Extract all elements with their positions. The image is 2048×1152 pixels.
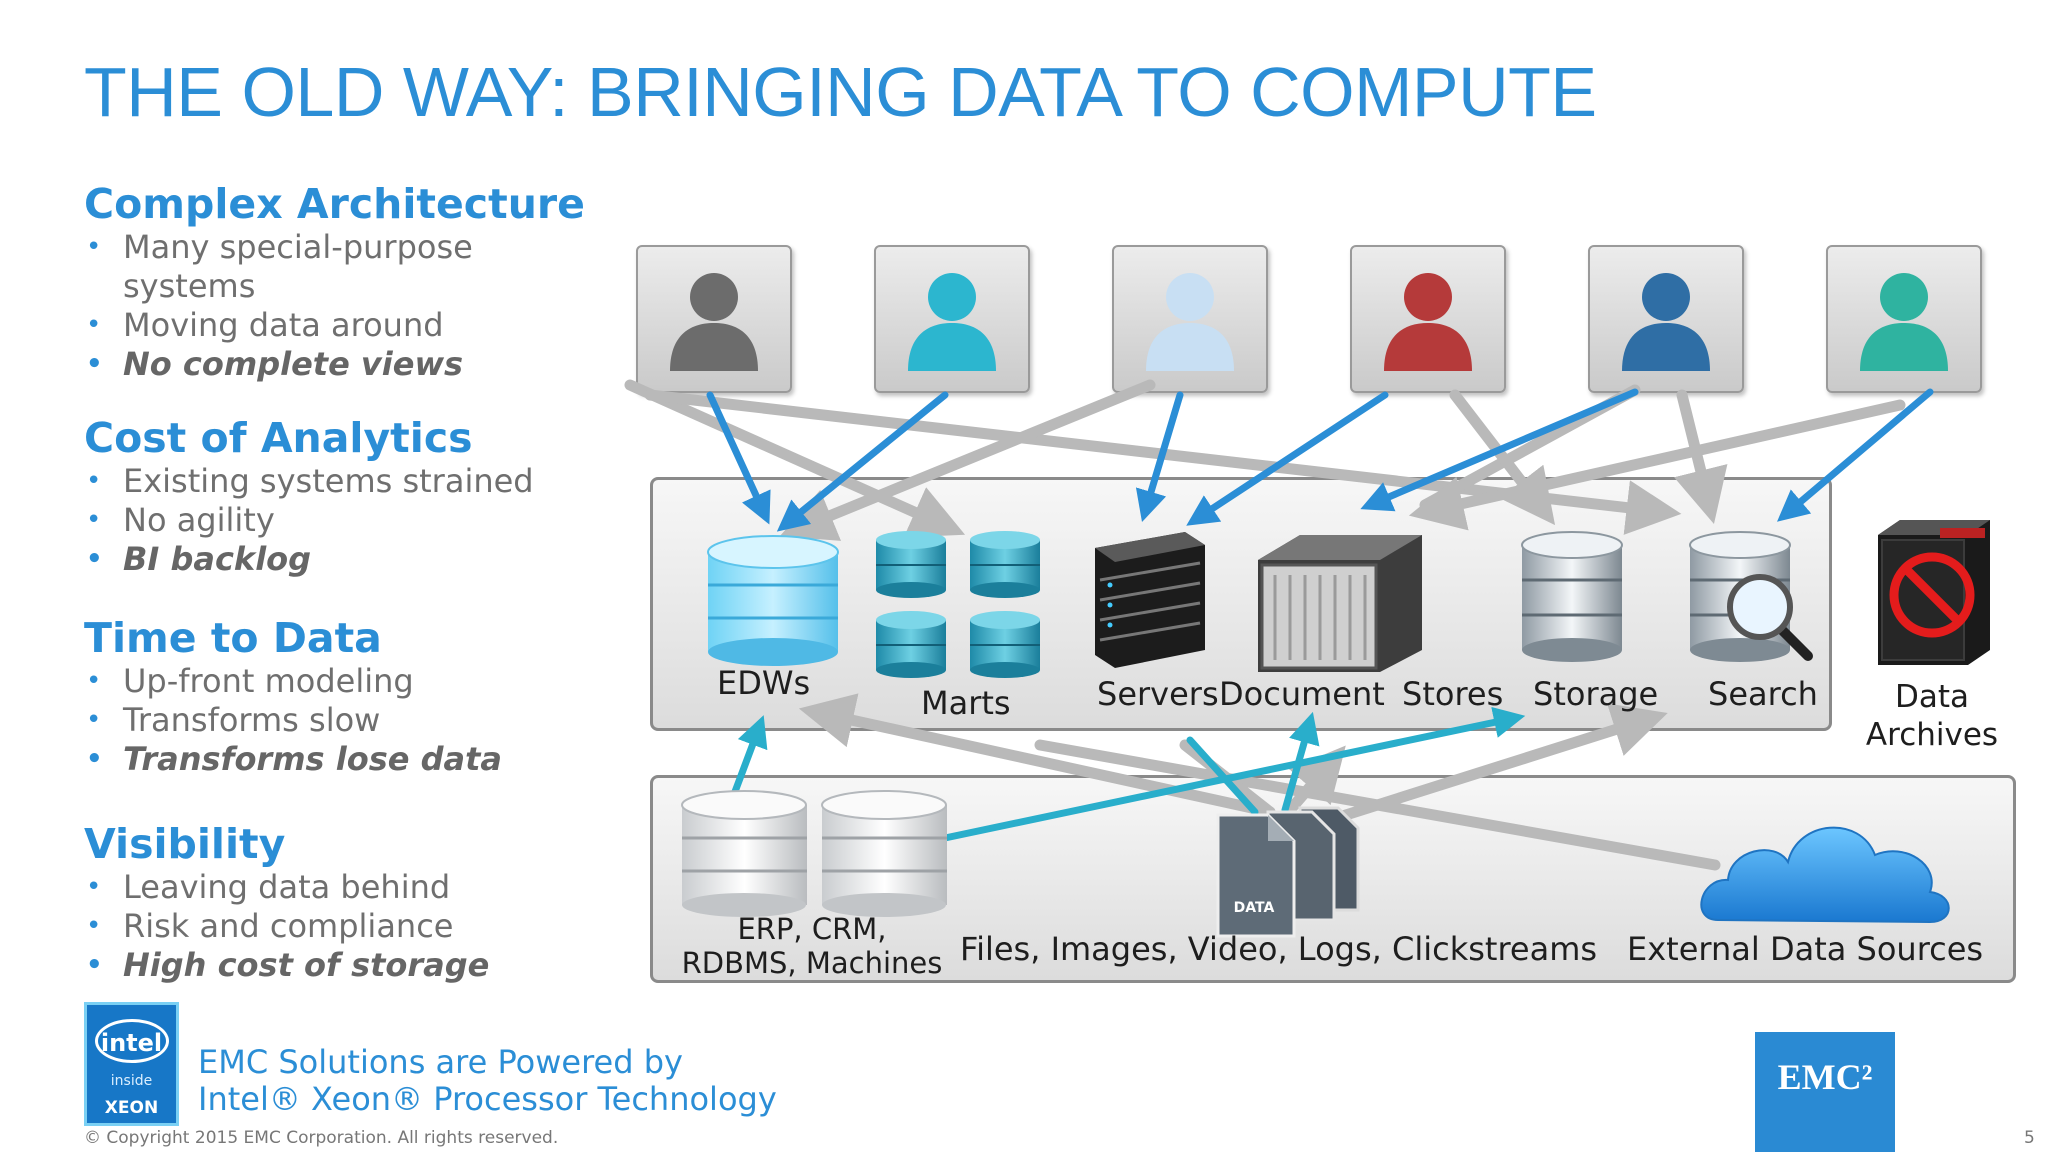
blue-arrow (1135, 391, 1184, 523)
page-number: 5 (2024, 1128, 2035, 1148)
gray-arrow (1449, 389, 1556, 526)
gray-arrow (1284, 745, 1346, 816)
section-visibility: Visibility •Leaving data behind •Risk an… (84, 820, 604, 985)
section-complex-architecture: Complex Architecture •Many special-purpo… (84, 180, 604, 384)
files-label: Files, Images, Video, Logs, Clickstreams (960, 930, 1598, 968)
user-body (1146, 323, 1234, 371)
teal-arrow (941, 706, 1526, 842)
gray-arrows (624, 379, 1906, 871)
edws-label: EDWs (717, 664, 811, 702)
storage-label: Storage (1533, 675, 1659, 713)
user-body (1384, 323, 1472, 371)
user-icon (1404, 273, 1452, 321)
section-heading: Complex Architecture (84, 180, 585, 228)
data-archives-icon (1878, 520, 1990, 665)
powered-by-text: EMC Solutions are Powered by Intel® Xeon… (198, 1043, 777, 1118)
prohibited-icon (1889, 552, 1975, 638)
blue-arrow (1360, 388, 1639, 512)
blue-arrow (1186, 391, 1389, 526)
document-store-icon (1258, 535, 1422, 672)
bullet-item: •Moving data around (86, 306, 444, 344)
intel-xeon-logo: intel inside XEON (84, 1002, 179, 1126)
marts-label: Marts (921, 684, 1011, 722)
user-body (670, 323, 758, 371)
cloud-icon (1700, 826, 1950, 924)
user-card (1112, 245, 1268, 393)
data-files-icon: DATA (1216, 806, 1360, 938)
gray-arrow (1408, 399, 1906, 531)
document-label: Document (1219, 675, 1385, 713)
user-body (1860, 323, 1948, 371)
section-heading: Cost of Analytics (84, 414, 473, 462)
edw-database-icon (707, 535, 839, 666)
external-data-sources-label: External Data Sources (1627, 930, 1984, 968)
erp-database-icons (681, 790, 947, 917)
search-database-icon (1689, 531, 1813, 662)
server-icon (1095, 532, 1205, 668)
copyright-text: © Copyright 2015 EMC Corporation. All ri… (84, 1128, 559, 1148)
bullet-item: •No agility (86, 501, 275, 539)
gray-arrow (1674, 389, 1728, 525)
user-body (1622, 323, 1710, 371)
data-archives-label: Data Archives (1865, 679, 1999, 753)
bullet-item-emphasis: •High cost of storage (86, 946, 490, 984)
user-card (1826, 245, 1982, 393)
user-card (1350, 245, 1506, 393)
gray-arrow (779, 379, 1156, 541)
section-heading: Visibility (84, 820, 286, 868)
bullet-item-emphasis: •BI backlog (86, 540, 312, 578)
bullet-item-emphasis: •Transforms lose data (86, 740, 502, 778)
gray-arrow (798, 693, 1276, 818)
teal-arrow (1281, 711, 1320, 814)
user-icon (1166, 273, 1214, 321)
gray-arrow (624, 379, 966, 538)
page-title: THE OLD WAY: BRINGING DATA TO COMPUTE (84, 53, 1597, 131)
user-icon (1642, 273, 1690, 321)
user-card (874, 245, 1030, 393)
blue-arrow (776, 391, 949, 532)
user-card (636, 245, 792, 393)
section-time-to-data: Time to Data •Up-front modeling •Transfo… (84, 614, 604, 779)
bullet-item: •Risk and compliance (86, 907, 454, 945)
bullet-item: •Many special-purpose systems (86, 228, 473, 305)
data-file-label: DATA (1234, 900, 1275, 916)
servers-label: Servers (1097, 675, 1219, 713)
blue-arrow (706, 391, 771, 525)
search-label: Search (1708, 675, 1818, 713)
storage-database-icon (1521, 531, 1623, 662)
user-card (1588, 245, 1744, 393)
bullet-item: •Existing systems strained (86, 462, 534, 500)
user-icon (928, 273, 976, 321)
gray-arrow (1324, 703, 1668, 826)
erp-rdbms-label: ERP, CRM, RDBMS, Machines (681, 912, 943, 980)
marts-database-icons (876, 531, 1040, 678)
section-heading: Time to Data (84, 614, 382, 662)
bullet-item: •Transforms slow (86, 701, 381, 739)
teal-arrow (1186, 736, 1259, 816)
emc-logo: EMC² (1755, 1032, 1895, 1152)
stores-label: Stores (1402, 675, 1504, 713)
user-body (908, 323, 996, 371)
bullet-item: •Leaving data behind (86, 868, 451, 906)
user-icon (690, 273, 738, 321)
blue-arrow (1776, 388, 1934, 522)
user-icon (1880, 273, 1928, 321)
section-cost-of-analytics: Cost of Analytics •Existing systems stra… (84, 414, 604, 579)
magnifier-icon (1727, 574, 1793, 640)
bullet-item-emphasis: •No complete views (86, 345, 464, 383)
bullet-item: •Up-front modeling (86, 662, 414, 700)
blue-arrows (706, 388, 1934, 532)
